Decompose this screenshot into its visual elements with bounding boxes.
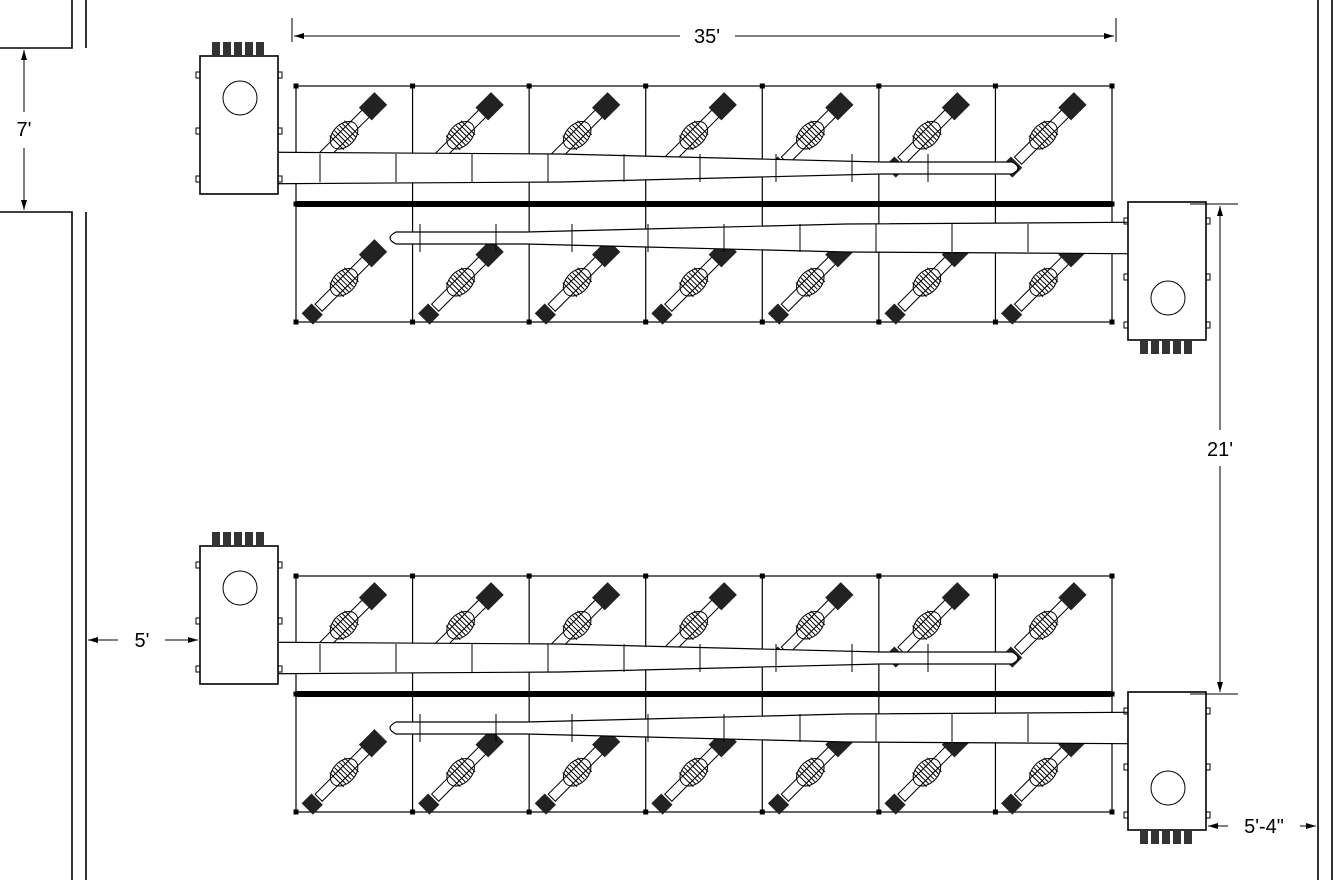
access-port-icon <box>1150 280 1186 316</box>
supply-duct-lower <box>389 711 1185 745</box>
control-box-right <box>1123 201 1211 354</box>
blower-unit-icon <box>301 729 388 815</box>
blower-unit-icon <box>651 729 737 815</box>
blower-unit-icon <box>534 582 621 668</box>
blower-unit-icon <box>301 239 388 325</box>
control-box-right <box>1123 691 1211 844</box>
dim-label-5ft-4in: 5'-4" <box>1244 816 1284 838</box>
dim-label-7ft: 7' <box>17 119 32 141</box>
supply-duct-upper <box>229 641 1019 675</box>
equipment-row-2 <box>195 532 1211 844</box>
blower-unit-icon <box>884 729 971 815</box>
access-port-icon <box>222 570 258 606</box>
access-port-icon <box>1150 770 1186 806</box>
control-box-left <box>195 42 283 195</box>
dimension-5ft: 5' <box>88 630 198 652</box>
dimension-35ft: 35' <box>291 18 1117 48</box>
dimension-5ft-4in: 5'-4" <box>1208 816 1316 838</box>
blower-unit-icon <box>534 729 621 815</box>
equipment-rows <box>195 42 1211 844</box>
dim-label-21ft: 21' <box>1207 439 1233 461</box>
dim-label-35ft: 35' <box>694 26 720 48</box>
dim-label-5ft: 5' <box>135 630 150 652</box>
control-box-left <box>195 532 283 685</box>
dimension-21ft: 21' <box>1190 203 1238 695</box>
blower-unit-icon <box>418 239 504 325</box>
blower-unit-icon <box>651 239 737 325</box>
supply-duct-lower <box>389 221 1185 255</box>
access-port-icon <box>222 80 258 116</box>
supply-duct-upper <box>229 151 1019 185</box>
blower-unit-icon <box>534 239 621 325</box>
blower-unit-icon <box>418 729 504 815</box>
blower-unit-icon <box>767 729 854 815</box>
equipment-row-1 <box>195 42 1211 354</box>
dimension-7ft: 7' <box>17 50 32 210</box>
